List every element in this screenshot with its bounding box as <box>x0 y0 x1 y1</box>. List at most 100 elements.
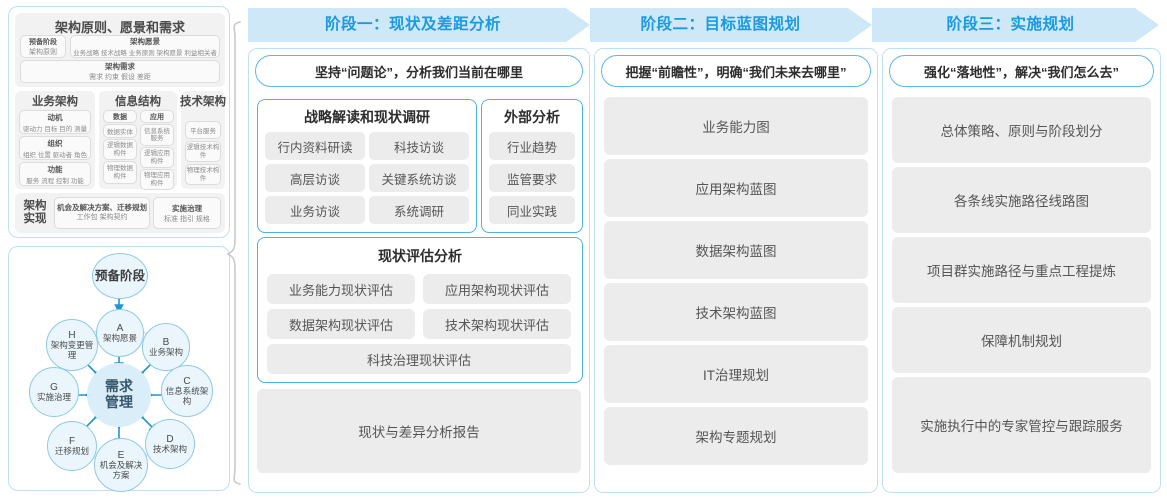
adm-node-label: 业务架构 <box>148 346 183 357</box>
togaf-group-principles: 架构原则、愿景和需求 预备阶段 架构原则 架构愿景 业务战略 技术战略 业务原则… <box>15 13 225 87</box>
togaf-box-arch-requirements: 架构需求 需求 约束 假设 差距 <box>20 60 220 83</box>
phase-1-chip-regulatory[interactable]: 监管要求 <box>489 164 575 192</box>
togaf-box-physical-data: 物理数据构件 <box>103 161 137 184</box>
adm-node-label: 架构变更管理 <box>50 340 94 360</box>
phase-3-item-program-roadmap[interactable]: 项目群实施路径与重点工程提炼 <box>892 237 1151 303</box>
phase-2-item-it-governance-planning[interactable]: IT治理规划 <box>604 345 868 403</box>
phase-3-item-expert-control-tracking[interactable]: 实施执行中的专家管控与跟踪服务 <box>892 377 1151 473</box>
togaf-box-sub: 服务 流程 控制 功能 <box>26 177 84 185</box>
adm-node-A[interactable]: A 架构愿景 <box>96 309 144 357</box>
togaf-box-title: 功能 <box>47 164 63 174</box>
togaf-framework-panel: 架构原则、愿景和需求 预备阶段 架构原则 架构愿景 业务战略 技术战略 业务原则… <box>8 6 230 238</box>
phase-1-band-title: 阶段一：现状及差距分析 <box>324 16 501 33</box>
togaf-group-information-structure: 信息结构 数据 数据实体 逻辑数据构件 物理数据构件 应用 信息系统服务 逻辑应… <box>99 91 177 190</box>
adm-node-label: 迁移规划 <box>54 445 89 456</box>
togaf-box-title: 信息系统服务 <box>144 127 170 142</box>
phase-1-chip-data-arch-assessment[interactable]: 数据架构现状评估 <box>267 309 415 339</box>
togaf-box-title: 物理技术构件 <box>186 167 220 182</box>
phase-1-chip-business-capability-assessment[interactable]: 业务能力现状评估 <box>267 274 415 304</box>
adm-node-label: 机会及解决方案 <box>99 460 143 480</box>
togaf-box-sub: 驱动力 目标 目的 测量 <box>23 125 87 133</box>
phase-3-item-line-roadmap[interactable]: 各条线实施路径线路图 <box>892 167 1151 233</box>
togaf-box-data-entity: 数据实体 <box>103 124 137 138</box>
phase-band: 阶段一：现状及差距分析 阶段二：目标蓝图规划 阶段三：实施规划 <box>248 8 1159 42</box>
adm-node-letter: F <box>68 435 76 447</box>
togaf-box-title: 实施治理 <box>172 203 202 213</box>
togaf-box-sub: 架构原则 <box>29 48 57 56</box>
togaf-box-physical-application: 物理应用构件 <box>140 169 174 190</box>
adm-node-label: 实施治理 <box>36 391 71 402</box>
togaf-box-title: 数据 <box>113 113 127 121</box>
phase-1-chip-business-interview[interactable]: 业务访谈 <box>265 196 365 224</box>
togaf-col-header-information: 信息结构 <box>115 96 161 108</box>
phase-1-card-assessment-heading: 现状评估分析 <box>378 248 462 264</box>
adm-node-prep[interactable]: 预备阶段 <box>92 253 148 299</box>
togaf-box-title: 架构需求 <box>105 62 135 71</box>
togaf-box-title: 动机 <box>47 112 63 122</box>
togaf-box-application: 应用 <box>140 110 174 123</box>
phase-1-chip-industry-trend[interactable]: 行业趋势 <box>489 132 575 160</box>
togaf-group-business-arch: 业务架构 动机 驱动力 目标 目的 测量 组织 组织 位置 驱动者 角色 功能 … <box>15 91 95 189</box>
phase-1-chip-system-research[interactable]: 系统调研 <box>369 196 469 224</box>
band-background <box>248 8 1135 42</box>
togaf-box-title: 逻辑技术构件 <box>186 144 220 159</box>
togaf-box-title: 平台服务 <box>190 128 216 135</box>
togaf-box-function: 功能 服务 流程 控制 功能 <box>19 162 91 186</box>
togaf-box-logical-technology: 逻辑技术构件 <box>185 141 221 162</box>
togaf-box-title: 应用 <box>150 113 164 121</box>
grouping-bracket <box>226 21 241 485</box>
togaf-box-title: 物理数据构件 <box>107 165 133 180</box>
adm-node-G[interactable]: G 实施治理 <box>29 367 79 417</box>
adm-node-E[interactable]: E 机会及解决方案 <box>94 438 148 492</box>
togaf-group-technology-arch: 技术架构 平台服务 逻辑技术构件 物理技术构件 <box>180 91 226 189</box>
adm-node-letter: A <box>116 322 124 334</box>
phase-1-chip-technology-arch-assessment[interactable]: 技术架构现状评估 <box>423 309 571 339</box>
phase-1-column: 坚持“问题论”，分析我们当前在哪里 战略解读和现状调研 行内资料研读 科技访谈 … <box>248 48 590 493</box>
phase-1-chip-exec-interview[interactable]: 高层访谈 <box>265 164 365 192</box>
togaf-box-organization: 组织 组织 位置 驱动者 角色 <box>19 136 91 160</box>
phase-1-report-chip[interactable]: 现状与差异分析报告 <box>257 389 581 473</box>
togaf-inner: 架构原则、愿景和需求 预备阶段 架构原则 架构愿景 业务战略 技术战略 业务原则… <box>15 13 226 233</box>
togaf-box-physical-technology: 物理技术构件 <box>185 164 221 185</box>
phase-1-chip-peer-practice[interactable]: 同业实践 <box>489 196 575 224</box>
adm-node-letter: H <box>68 329 76 341</box>
adm-node-C[interactable]: C 信息系统架构 <box>161 365 213 417</box>
adm-node-requirements-management[interactable]: 需求 管理 <box>87 363 151 427</box>
togaf-box-title: 逻辑应用构件 <box>144 150 170 165</box>
togaf-box-motivation: 动机 驱动力 目标 目的 测量 <box>19 110 91 134</box>
togaf-box-sub: 业务战略 技术战略 业务原则 架构愿景 利益相关者 <box>73 50 217 57</box>
phase-1-chip-key-system-interview[interactable]: 关键系统访谈 <box>369 164 469 192</box>
adm-node-label: 架构愿景 <box>102 332 137 343</box>
phase-3-item-overall-strategy[interactable]: 总体策略、原则与阶段划分 <box>892 97 1151 163</box>
phase-1-chip-tech-interview[interactable]: 科技访谈 <box>369 132 469 160</box>
adm-node-letter: E <box>117 449 125 461</box>
phase-1-chip-internal-docs[interactable]: 行内资料研读 <box>265 132 365 160</box>
togaf-group-realization: 架构实现 机会及解决方案、迁移规划 工作包 架构契约 实施治理 标准 指引 规格 <box>15 193 225 233</box>
phase-3-item-assurance-mechanism[interactable]: 保障机制规划 <box>892 307 1151 373</box>
togaf-box-title: 预备阶段 <box>29 38 57 46</box>
adm-node-letter: G <box>50 381 58 393</box>
phase-1-card-external-analysis: 外部分析 行业趋势 监管要求 同业实践 <box>481 99 583 233</box>
adm-node-B[interactable]: B 业务架构 <box>142 323 190 371</box>
adm-center-line2: 管理 <box>105 394 133 410</box>
phase-1-subtitle: 坚持“问题论”，分析我们当前在哪里 <box>255 55 583 87</box>
phase-2-item-technology-arch-blueprint[interactable]: 技术架构蓝图 <box>604 283 868 341</box>
adm-node-H[interactable]: H 架构变更管理 <box>46 319 98 371</box>
phase-2-item-architecture-topic-planning[interactable]: 架构专题规划 <box>604 407 868 465</box>
phase-1-card-external-heading: 外部分析 <box>504 109 560 125</box>
adm-node-D[interactable]: D 技术架构 <box>145 419 195 469</box>
phase-2-item-application-arch-blueprint[interactable]: 应用架构蓝图 <box>604 159 868 217</box>
phase-1-card-strategy-heading: 战略解读和现状调研 <box>304 109 430 125</box>
togaf-panel-title: 架构原则、愿景和需求 <box>54 20 185 35</box>
togaf-col-header-technology: 技术架构 <box>180 96 226 108</box>
phase-1-chip-application-arch-assessment[interactable]: 应用架构现状评估 <box>423 274 571 304</box>
adm-node-F[interactable]: F 迁移规划 <box>47 421 97 471</box>
phase-2-item-business-capability-map[interactable]: 业务能力图 <box>604 97 868 155</box>
phase-1-card-assessment: 现状评估分析 业务能力现状评估 应用架构现状评估 数据架构现状评估 技术架构现状… <box>257 237 583 383</box>
adm-center-line1: 需求 <box>105 378 133 395</box>
phase-2-item-data-arch-blueprint[interactable]: 数据架构蓝图 <box>604 221 868 279</box>
chevron-divider-1-icon <box>566 8 590 42</box>
phase-1-chip-tech-governance-assessment[interactable]: 科技治理现状评估 <box>267 344 571 374</box>
adm-node-label: 预备阶段 <box>94 269 145 283</box>
togaf-box-sub: 标准 指引 规格 <box>164 215 210 223</box>
